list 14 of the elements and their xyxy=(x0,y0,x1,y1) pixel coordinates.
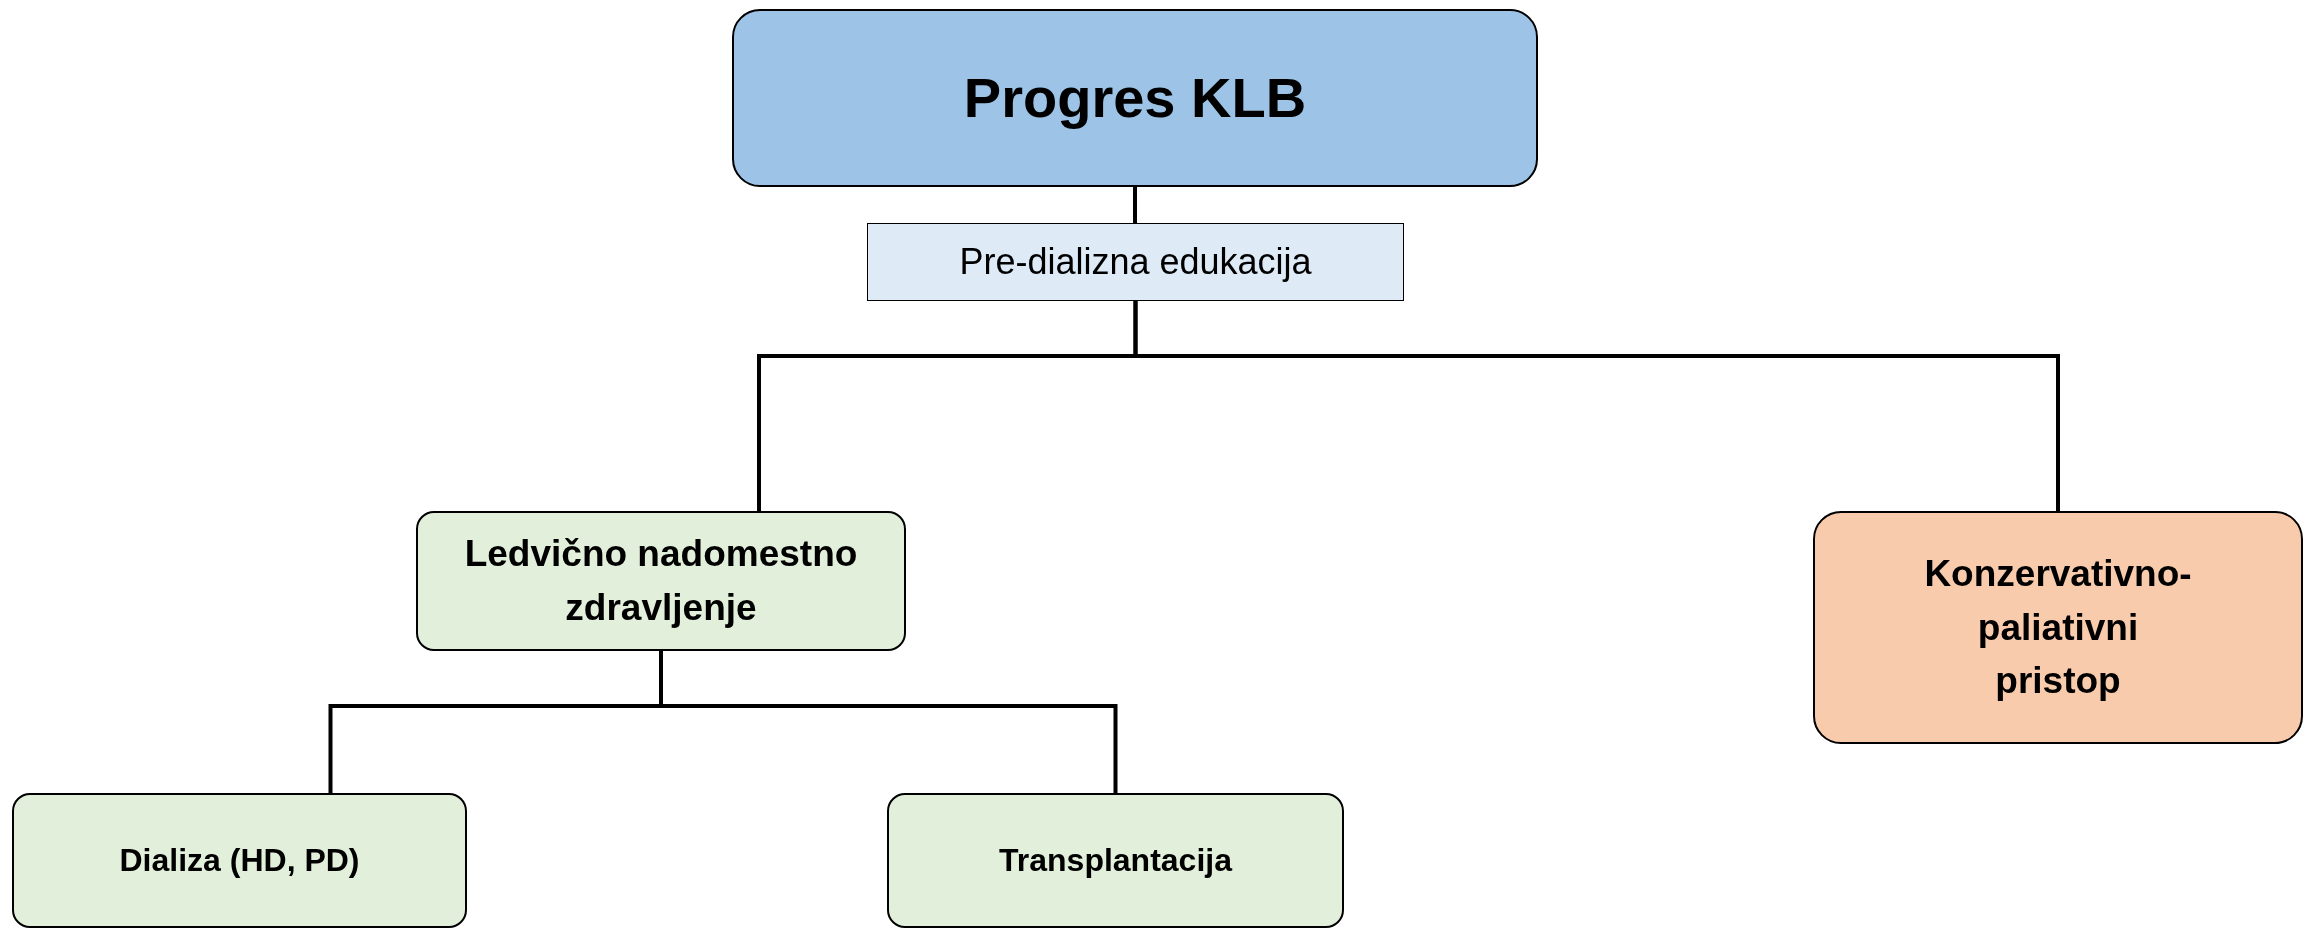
process-box xyxy=(1813,511,2303,744)
box-label: Ledvično nadomestno zdravljenje xyxy=(463,532,859,630)
title-box xyxy=(732,9,1538,187)
process-box xyxy=(867,223,1404,301)
process-box xyxy=(887,793,1344,928)
box-label: Konzervativno- paliativni pristop xyxy=(1924,552,2192,704)
connector-line xyxy=(1133,187,1137,223)
box-label: Pre-dializna edukacija xyxy=(959,239,1312,284)
process-box xyxy=(12,793,467,928)
title-text: Progres KLB xyxy=(963,65,1307,132)
connector-line xyxy=(1133,301,2060,511)
box-label: Dializa (HD, PD) xyxy=(119,841,360,881)
box-label: Transplantacija xyxy=(999,841,1232,881)
process-box xyxy=(416,511,906,651)
